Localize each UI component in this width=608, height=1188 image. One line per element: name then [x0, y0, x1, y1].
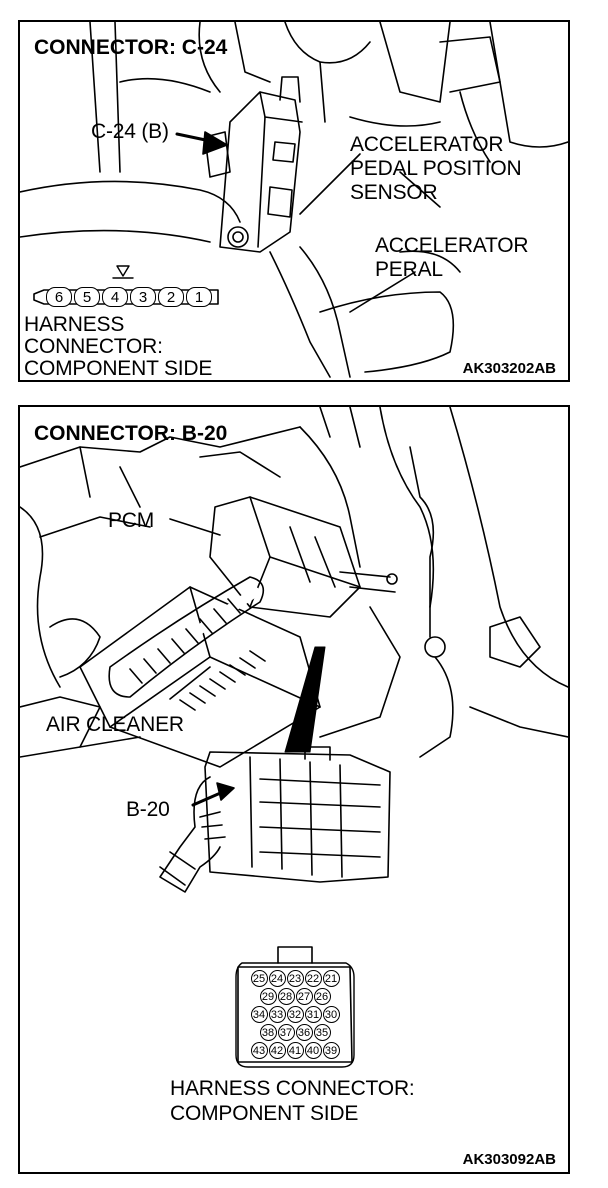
pin: 5: [74, 287, 100, 307]
pedal-label-line-2: PERAL: [375, 258, 443, 281]
pin: 41: [286, 1042, 304, 1059]
pin: 22: [304, 970, 322, 987]
b20-pin-grid: 25 24 23 22 21 29 28 27 26 34 33 32 31 3…: [240, 970, 350, 1059]
pin: 35: [313, 1024, 331, 1041]
sensor-label-line-1: ACCELERATOR: [350, 133, 504, 156]
pin: 1: [186, 287, 212, 307]
pin: 27: [295, 988, 313, 1005]
b20-line-drawing: [20, 407, 568, 1068]
pin: 4: [102, 287, 128, 307]
sensor-label-line-2: PEDAL POSITION: [350, 157, 522, 180]
pcm-label: PCM: [108, 509, 155, 532]
pin: 25: [250, 970, 268, 987]
harness-label-line-1: HARNESS: [24, 313, 125, 336]
c24-callout-label: C-24 (B): [91, 120, 169, 143]
pin-row: 34 33 32 31 30: [240, 1006, 350, 1023]
pin: 36: [295, 1024, 313, 1041]
pin: 42: [268, 1042, 286, 1059]
pin-row: 38 37 36 35: [240, 1024, 350, 1041]
connector-b20-panel: CONNECTOR: B-20 PCM AIR CLEANER B-20 25 …: [18, 405, 570, 1174]
pin: 37: [277, 1024, 295, 1041]
pin: 38: [259, 1024, 277, 1041]
pin: 2: [158, 287, 184, 307]
pin: 40: [304, 1042, 322, 1059]
pin-row: 25 24 23 22 21: [240, 970, 350, 987]
pin: 39: [322, 1042, 340, 1059]
pin: 28: [277, 988, 295, 1005]
pin: 30: [322, 1006, 340, 1023]
pin-row: 43 42 41 40 39: [240, 1042, 350, 1059]
pin: 31: [304, 1006, 322, 1023]
c24-pin-row: 6 5 4 3 2 1: [46, 286, 216, 308]
b20-callout-label: B-20: [126, 798, 170, 821]
harness-label-line-2: COMPONENT SIDE: [170, 1102, 359, 1125]
connector-c24-panel: CONNECTOR: C-24 C-24 (B) ACCELERATOR PED…: [18, 20, 570, 382]
harness-label-line-1: HARNESS CONNECTOR:: [170, 1077, 415, 1100]
pin: 23: [286, 970, 304, 987]
pin: 43: [250, 1042, 268, 1059]
pin: 3: [130, 287, 156, 307]
panel-title: CONNECTOR: C-24: [34, 36, 228, 59]
pin: 21: [322, 970, 340, 987]
pin: 33: [268, 1006, 286, 1023]
pin: 24: [268, 970, 286, 987]
pin-row: 29 28 27 26: [240, 988, 350, 1005]
harness-label-line-3: COMPONENT SIDE: [24, 357, 213, 380]
pin: 32: [286, 1006, 304, 1023]
pin: 6: [46, 287, 72, 307]
pedal-label-line-1: ACCELERATOR: [375, 234, 529, 257]
c24-line-drawing: [20, 22, 568, 378]
pin: 29: [259, 988, 277, 1005]
pin: 34: [250, 1006, 268, 1023]
harness-label-line-2: CONNECTOR:: [24, 335, 163, 358]
air-cleaner-label: AIR CLEANER: [46, 713, 184, 736]
pin: 26: [313, 988, 331, 1005]
figure-code: AK303202AB: [462, 360, 556, 377]
panel-title: CONNECTOR: B-20: [34, 422, 228, 445]
sensor-label-line-3: SENSOR: [350, 181, 438, 204]
figure-code: AK303092AB: [462, 1151, 556, 1168]
